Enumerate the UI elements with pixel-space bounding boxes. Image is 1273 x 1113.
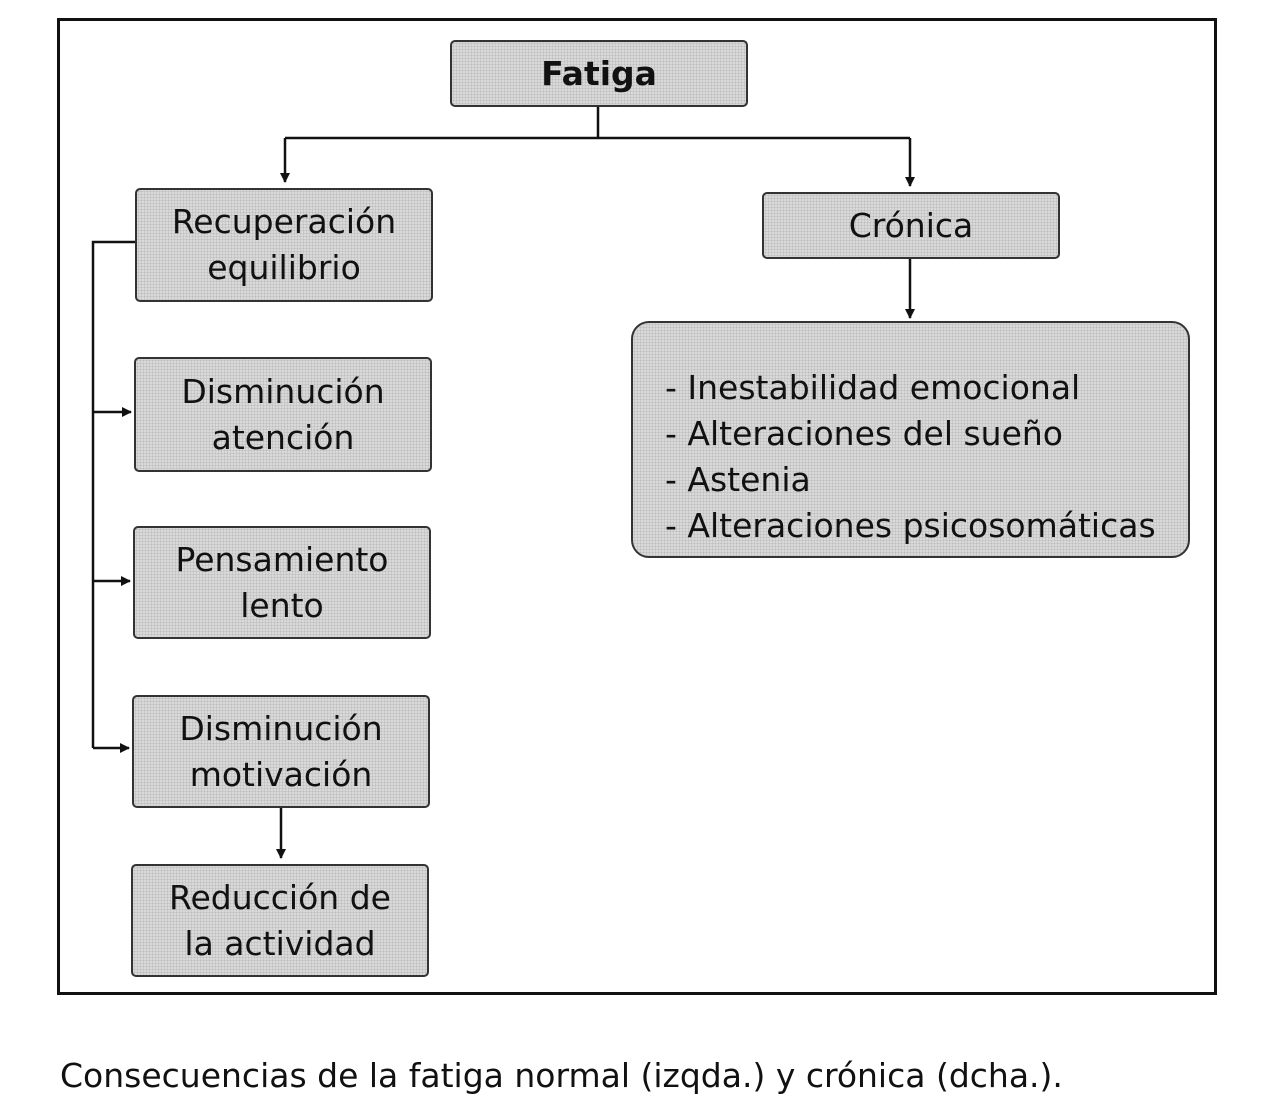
node-line: Reducción de bbox=[169, 877, 391, 917]
root-label: Fatiga bbox=[541, 53, 657, 93]
node-line: atención bbox=[211, 417, 355, 457]
list-item: - Alteraciones psicosomáticas bbox=[665, 506, 1156, 545]
node-line: Recuperación bbox=[171, 202, 397, 241]
node-cronica: Crónica bbox=[762, 192, 1060, 259]
node-reduccion-actividad: Reducción de la actividad bbox=[131, 864, 429, 977]
node-pensamiento-lento: Pensamiento lento bbox=[133, 526, 431, 639]
left-bracket bbox=[91, 240, 135, 748]
node-disminucion-motivacion: Disminución motivación bbox=[132, 695, 430, 808]
list-item: - Astenia bbox=[665, 460, 811, 499]
list-item: - Alteraciones del sueño bbox=[665, 414, 1063, 453]
list-item: - Inestabilidad emocional bbox=[665, 368, 1081, 407]
node-line: la actividad bbox=[184, 923, 376, 963]
node-line: Disminución bbox=[179, 708, 383, 748]
node-line: lento bbox=[240, 585, 324, 625]
node-line: Pensamiento bbox=[175, 539, 389, 579]
node-disminucion-atencion: Disminución atención bbox=[134, 357, 432, 472]
node-recuperacion: Recuperación equilibrio bbox=[135, 188, 433, 302]
diagram-frame bbox=[57, 18, 1217, 995]
node-line: equilibrio bbox=[207, 248, 361, 287]
figure-caption: Consecuencias de la fatiga normal (izqda… bbox=[60, 1056, 1063, 1095]
cronica-label: Crónica bbox=[848, 205, 974, 245]
node-line: Disminución bbox=[181, 371, 385, 411]
chronic-symptoms-list: - Inestabilidad emocional - Alteraciones… bbox=[631, 321, 1190, 558]
root-connector bbox=[285, 106, 910, 140]
node-line: motivación bbox=[189, 754, 373, 794]
root-node-fatiga: Fatiga bbox=[450, 40, 748, 107]
